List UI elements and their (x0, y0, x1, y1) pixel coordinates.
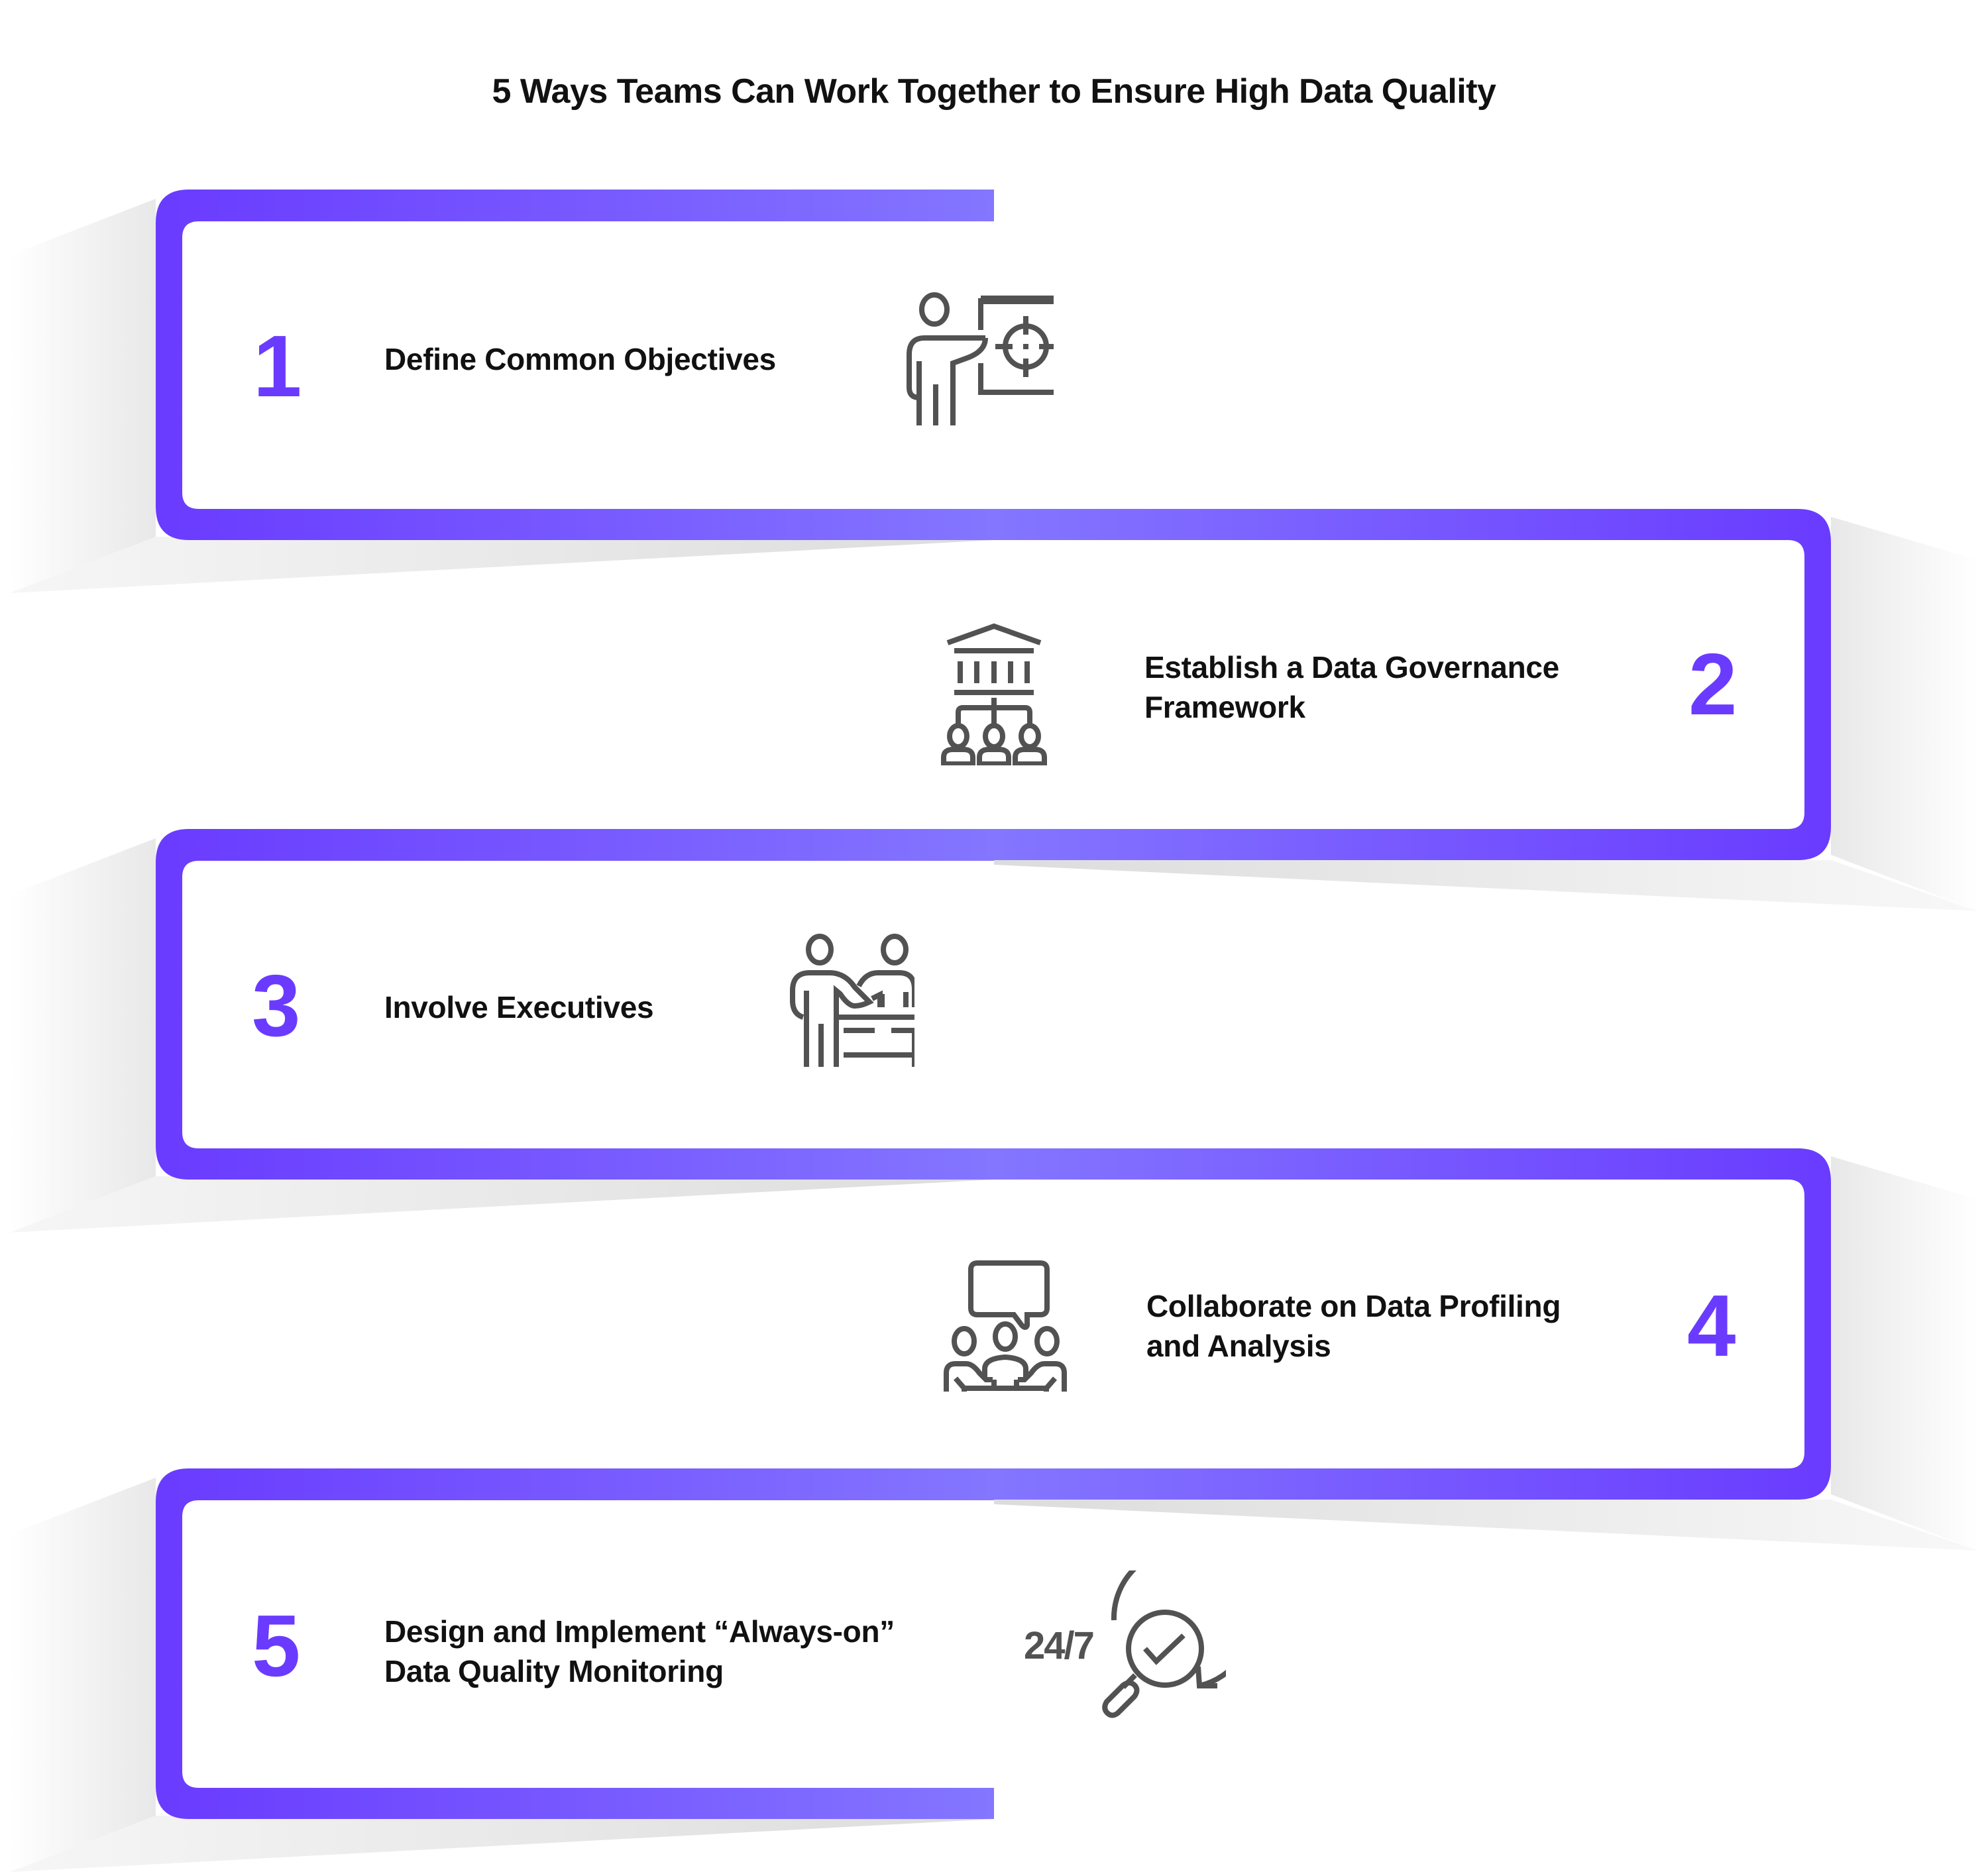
step-3-label: Involve Executives (384, 987, 654, 1027)
step-5-number: 5 (252, 1597, 301, 1694)
step-2-label: Establish a Data Governance Framework (1144, 647, 1559, 727)
step-5-label: Design and Implement “Always-on” Data Qu… (384, 1612, 895, 1691)
step-2-line-2: Framework (1144, 690, 1305, 724)
step-2-number: 2 (1688, 635, 1738, 733)
step-4-line-2: and Analysis (1146, 1329, 1331, 1363)
presenter-target-icon (907, 292, 1054, 425)
always-on-label: 24/7 (1024, 1624, 1095, 1667)
left-shadows (10, 199, 994, 1872)
governance-hierarchy-icon (941, 623, 1047, 765)
step-2-line-1: Establish a Data Governance (1144, 650, 1559, 685)
team-discussion-icon (944, 1260, 1067, 1392)
step-5-line-1: Design and Implement “Always-on” (384, 1614, 895, 1649)
step-1-label: Define Common Objectives (384, 339, 776, 379)
step-4-number: 4 (1687, 1277, 1736, 1374)
step-1-number: 1 (253, 317, 302, 415)
monitoring-24-7-icon: 24/7 (1014, 1570, 1226, 1730)
step-4-label: Collaborate on Data Profiling and Analys… (1146, 1286, 1561, 1366)
right-shadows (994, 517, 1978, 1551)
step-3-number: 3 (252, 957, 301, 1054)
step-5-line-2: Data Quality Monitoring (384, 1654, 724, 1688)
step-1-line-1: Define Common Objectives (384, 342, 776, 376)
step-3-line-1: Involve Executives (384, 990, 654, 1024)
step-4-line-1: Collaborate on Data Profiling (1146, 1289, 1561, 1323)
executives-meeting-icon (790, 934, 914, 1067)
page-title: 5 Ways Teams Can Work Together to Ensure… (492, 72, 1496, 111)
